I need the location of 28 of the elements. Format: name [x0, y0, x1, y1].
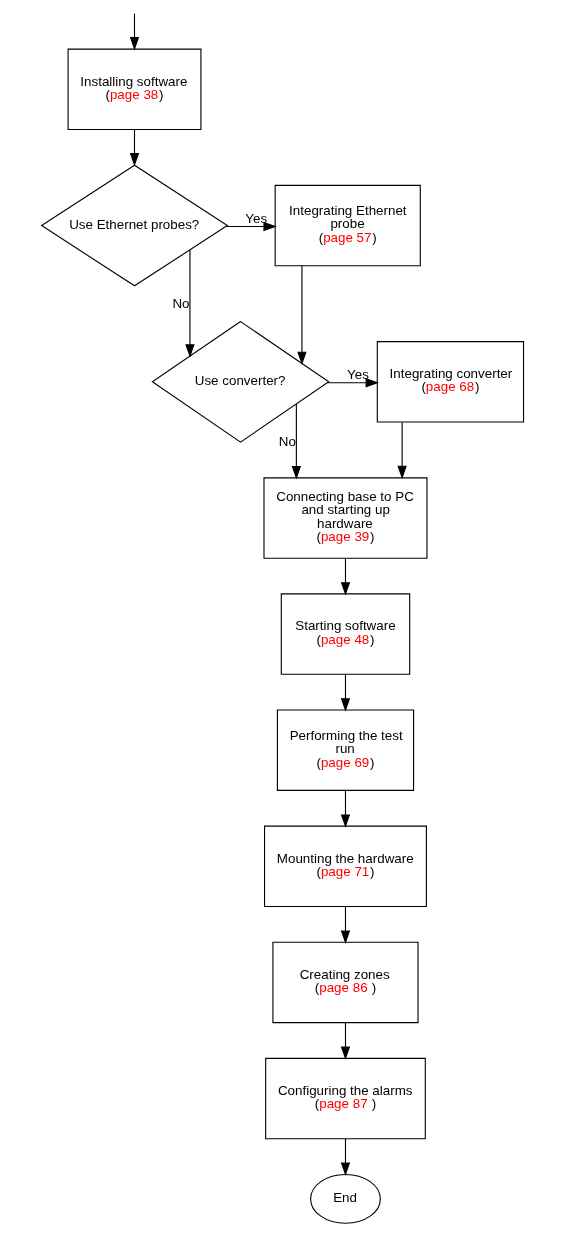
node-box: Integrating Ethernet probe (page 57): [274, 184, 421, 267]
node-box: Installing software (page 38): [67, 48, 202, 131]
arrow: [225, 221, 277, 232]
arrow: [129, 129, 140, 167]
arrow: [340, 673, 351, 712]
arrow: [340, 1138, 351, 1176]
arrow: [291, 403, 302, 480]
arrow: [326, 378, 379, 388]
edge-label: Yes: [347, 366, 369, 382]
arrow: [129, 12, 140, 51]
arrow: [297, 265, 307, 366]
node-box: Performing the test run (page 69): [276, 709, 415, 791]
node-box: Configuring the alarms (page 87 ): [265, 1057, 426, 1140]
edge-label: No: [172, 296, 190, 312]
node-box: Mounting the hardware (page 71): [264, 825, 427, 908]
node-box: Connecting base to PC and starting up hardware (page 39): [263, 477, 428, 559]
edge-label: Yes: [245, 210, 268, 226]
node-ellipse: End: [310, 1173, 381, 1224]
arrow: [340, 557, 351, 596]
node-diamond: Use Ethernet probes?: [40, 164, 229, 287]
node-box: Integrating converter (page 68): [376, 341, 525, 423]
arrow: [340, 906, 351, 944]
arrow: [185, 249, 195, 358]
arrow: [340, 1022, 351, 1060]
node-box: Starting software (page 48): [280, 593, 411, 675]
arrow: [340, 789, 351, 828]
node-box: Creating zones (page 86 ): [272, 941, 419, 1024]
arrow: [397, 421, 407, 480]
